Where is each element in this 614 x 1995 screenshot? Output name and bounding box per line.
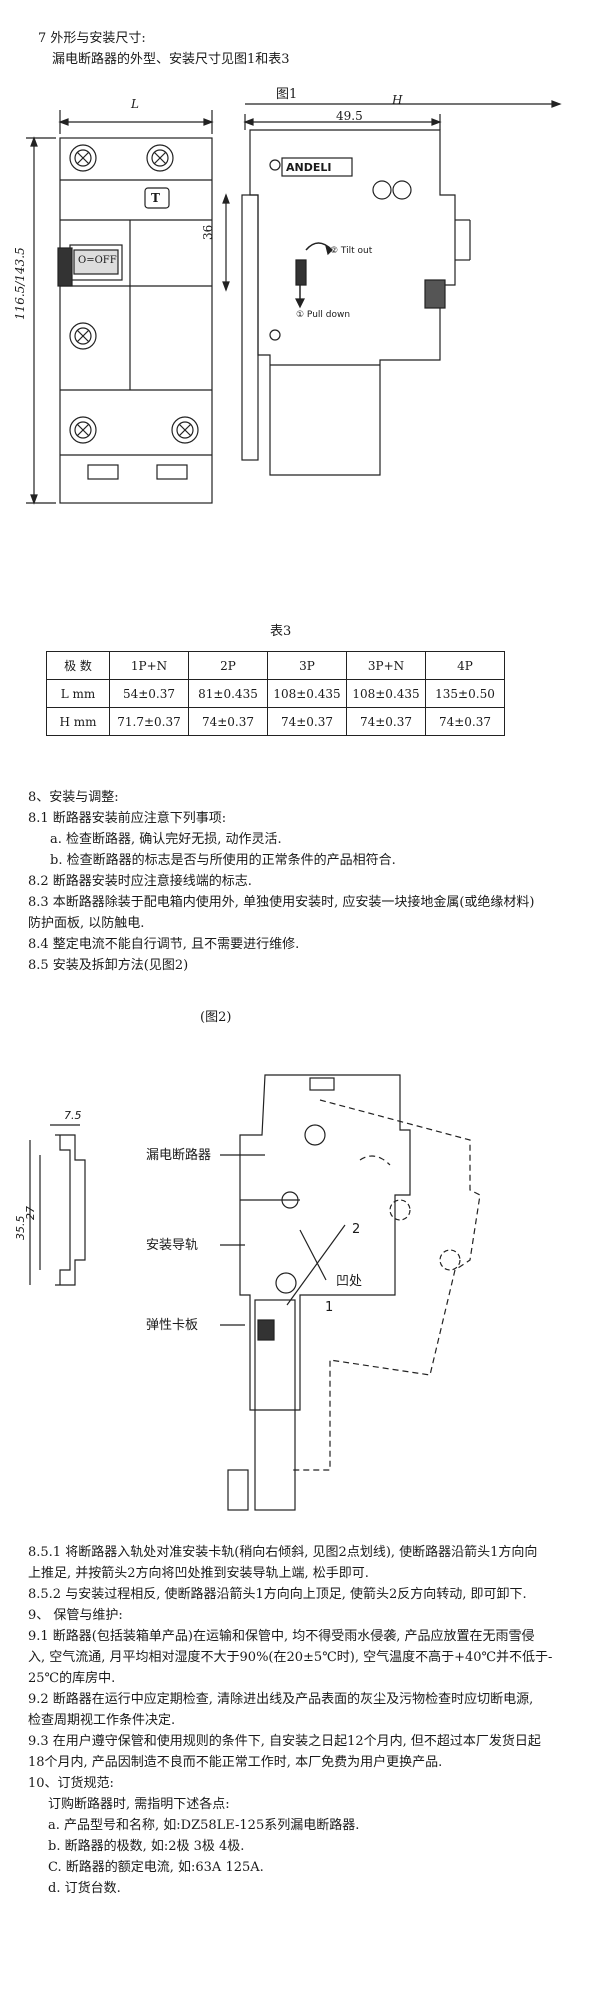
rail-clip — [227, 1469, 249, 1511]
handle-off-label: O=OFF — [78, 255, 117, 266]
table-row: H mm 71.7±0.37 74±0.37 74±0.37 74±0.37 7… — [46, 707, 505, 736]
screw-top-left-icon — [69, 144, 97, 172]
table-cell: 54±0.37 — [109, 679, 189, 708]
section-9-1c: 25℃的库房中. — [28, 1671, 116, 1686]
table-cell: H mm — [46, 707, 110, 736]
table-cell: 2P — [188, 651, 268, 680]
leader-arrow-1 — [286, 1224, 346, 1306]
label-rail: 安装导轨 — [146, 1238, 199, 1253]
label-notch: 凹处 — [336, 1274, 363, 1289]
tilt-out-label: ② Tilt out — [330, 246, 373, 256]
screw-bottom-right-icon — [171, 416, 199, 444]
table-cell: 1P+N — [109, 651, 189, 680]
section-10-intro: 订购断路器时, 需指明下述各点: — [48, 1797, 230, 1812]
section-8-5: 8.5 安装及拆卸方法(见图2) — [28, 958, 189, 973]
table-cell: L mm — [46, 679, 110, 708]
dim-H-label: H — [392, 93, 403, 107]
dim-L-label: L — [131, 97, 139, 111]
section-8-5-2: 8.5.2 与安装过程相反, 使断路器沿箭头1方向向上顶足, 使箭头2反方向转动… — [28, 1587, 527, 1602]
rail-clip-right — [156, 464, 188, 480]
section-8-3b: 防护面板, 以防触电. — [28, 916, 145, 931]
screw-top-right-icon — [146, 144, 174, 172]
table-cell: 74±0.37 — [267, 707, 347, 736]
pull-down-label: ① Pull down — [296, 310, 351, 320]
table-cell: 极 数 — [46, 651, 110, 680]
rail-profile-side — [241, 194, 259, 461]
section-10-d: d. 订货台数. — [48, 1881, 121, 1896]
section-7-heading: 7 外形与安装尺寸: — [38, 31, 146, 46]
test-button — [144, 187, 170, 209]
table-cell: 81±0.435 — [188, 679, 268, 708]
arrow-1-number: 1 — [325, 1300, 334, 1315]
leader-notch — [299, 1229, 327, 1281]
table-header-row: 极 数 1P+N 2P 3P 3P+N 4P — [46, 651, 505, 680]
section-9-3a: 9.3 在用户遵守保管和使用规则的条件下, 自安装之日起12个月内, 但不超过本… — [28, 1734, 541, 1749]
section-8-1: 8.1 断路器安装前应注意下列事项: — [28, 811, 227, 826]
din-rail-profile — [55, 1134, 86, 1286]
table-cell: 74±0.37 — [346, 707, 426, 736]
section-10-a: a. 产品型号和名称, 如:DZ58LE-125系列漏电断路器. — [48, 1818, 360, 1833]
table-cell: 74±0.37 — [425, 707, 505, 736]
section-9-1b: 入, 空气流通, 月平均相对湿度不大于90%(在20±5℃时), 空气温度不高于… — [28, 1650, 553, 1665]
figure-2-drawing — [29, 1074, 481, 1511]
table-cell: 3P — [267, 651, 347, 680]
section-10-b: b. 断路器的极数, 如:2极 3极 4极. — [48, 1839, 245, 1854]
section-7-line: 漏电断路器的外型、安装尺寸见图1和表3 — [52, 52, 290, 67]
figure-2-title: (图2) — [200, 1010, 232, 1025]
section-8-5-1a: 8.5.1 将断路器入轨处对准安装卡轨(稍向右倾斜, 见图2点划线), 使断路器… — [28, 1545, 538, 1560]
breaker-front-outline — [59, 137, 213, 504]
breaker-side-outline — [249, 129, 456, 476]
section-8-2: 8.2 断路器安装时应注意接线端的标志. — [28, 874, 252, 889]
dim-35-5-label: 35.5 — [14, 1215, 27, 1241]
section-8-heading: 8、安装与调整: — [28, 790, 119, 805]
section-8-5-1b: 上推足, 并按箭头2方向将凹处推到安装导轨上端, 松手即可. — [28, 1566, 369, 1581]
section-9-heading: 9、 保管与维护: — [28, 1608, 123, 1623]
screw-bottom-left-icon — [69, 416, 97, 444]
section-8-1b: b. 检查断路器的标志是否与所使用的正常条件的产品相符合. — [50, 853, 396, 868]
handle-lever — [57, 247, 73, 287]
rail-clip-left — [87, 464, 119, 480]
section-9-2a: 9.2 断路器在运行中应定期检查, 清除进出线及产品表面的灰尘及污物检查时应切断… — [28, 1692, 534, 1707]
arrow-2-number: 2 — [352, 1222, 361, 1237]
dim-49-5-label: 49.5 — [336, 109, 363, 123]
table-cell: 108±0.435 — [346, 679, 426, 708]
breaker-solid-outline — [239, 1074, 411, 1411]
table-3: 极 数 1P+N 2P 3P 3P+N 4P L mm 54±0.37 81±0… — [46, 651, 505, 736]
dim-36-label: 36 — [201, 224, 215, 240]
table-cell: 3P+N — [346, 651, 426, 680]
figure-1-title: 图1 — [276, 87, 298, 102]
table-cell: 71.7±0.37 — [109, 707, 189, 736]
table-cell: 135±0.50 — [425, 679, 505, 708]
section-9-2b: 检查周期视工作条件决定. — [28, 1713, 176, 1728]
section-9-1a: 9.1 断路器(包括装箱单产品)在运输和保管中, 均不得受雨水侵袭, 产品应放置… — [28, 1629, 535, 1644]
table-cell: 108±0.435 — [267, 679, 347, 708]
screw-mid-left-icon — [69, 322, 97, 350]
table-cell: 4P — [425, 651, 505, 680]
brand-label: ANDELI — [286, 161, 332, 174]
table-row: L mm 54±0.37 81±0.435 108±0.435 108±0.43… — [46, 679, 505, 708]
table-3-title: 表3 — [270, 624, 292, 639]
figure-1-drawing — [26, 100, 562, 505]
label-clip: 弹性卡板 — [146, 1318, 199, 1333]
breaker-lower-body — [254, 1299, 296, 1511]
section-9-3b: 18个月内, 产品因制造不良而不能正常工作时, 本厂免费为用户更换产品. — [28, 1755, 443, 1770]
section-8-3a: 8.3 本断路器除装于配电箱内使用外, 单独使用安装时, 应安装一块接地金属(或… — [28, 895, 535, 910]
breaker-tilted-outline — [290, 1099, 481, 1471]
section-8-4: 8.4 整定电流不能自行调节, 且不需要进行维修. — [28, 937, 300, 952]
table-cell: 74±0.37 — [188, 707, 268, 736]
section-10-heading: 10、订货规范: — [28, 1776, 114, 1791]
dim-7-5-label: 7.5 — [64, 1109, 82, 1122]
dim-height-label: 116.5/143.5 — [13, 247, 27, 320]
section-8-1a: a. 检查断路器, 确认完好无损, 动作灵活. — [50, 832, 282, 847]
test-button-label: T — [151, 191, 160, 205]
label-breaker: 漏电断路器 — [146, 1148, 212, 1163]
section-10-c: C. 断路器的额定电流, 如:63A 125A. — [48, 1860, 264, 1875]
